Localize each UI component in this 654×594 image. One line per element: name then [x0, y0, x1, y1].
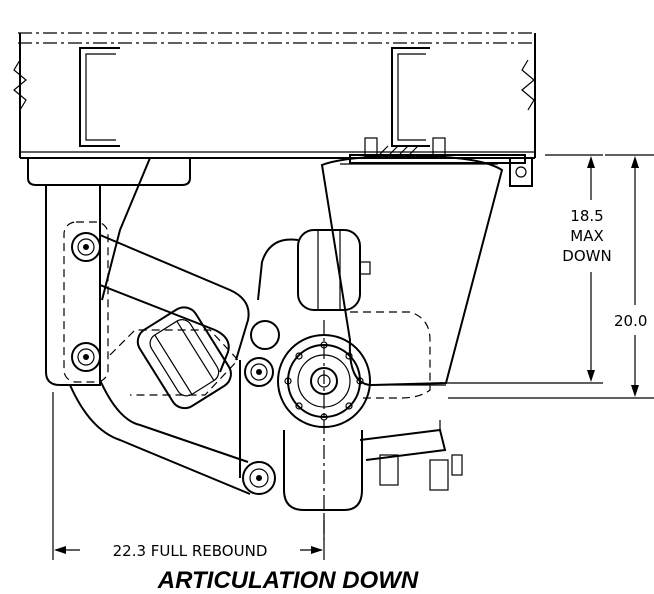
- drawing-caption: ARTICULATION DOWN: [157, 567, 419, 594]
- brake-chamber: [257, 229, 371, 311]
- max-down-label-1: MAX: [570, 227, 603, 245]
- max-down-value: 18.5: [570, 207, 603, 225]
- full-rebound-label: 22.3 FULL REBOUND: [113, 542, 268, 560]
- max-down-label-2: DOWN: [562, 247, 611, 265]
- overall-dimension-value: 20.0: [614, 312, 647, 330]
- axle-hub: [277, 320, 371, 540]
- dimension-max-down: 18.5 MAX DOWN: [440, 154, 612, 384]
- frame-rail: [13, 32, 536, 159]
- trailing-arms: [69, 234, 251, 495]
- shock-absorber: [136, 306, 232, 410]
- pivot-bolts: [71, 232, 280, 495]
- dimension-full-rebound: 22.3 FULL REBOUND: [52, 392, 325, 560]
- air-spring-mount: [349, 137, 533, 187]
- shock-mount-hidden: [109, 329, 239, 396]
- hanger-bracket: [27, 157, 191, 386]
- dimension-overall: 20.0: [448, 154, 654, 399]
- air-spring: [320, 154, 504, 399]
- axle-seat: [283, 420, 463, 511]
